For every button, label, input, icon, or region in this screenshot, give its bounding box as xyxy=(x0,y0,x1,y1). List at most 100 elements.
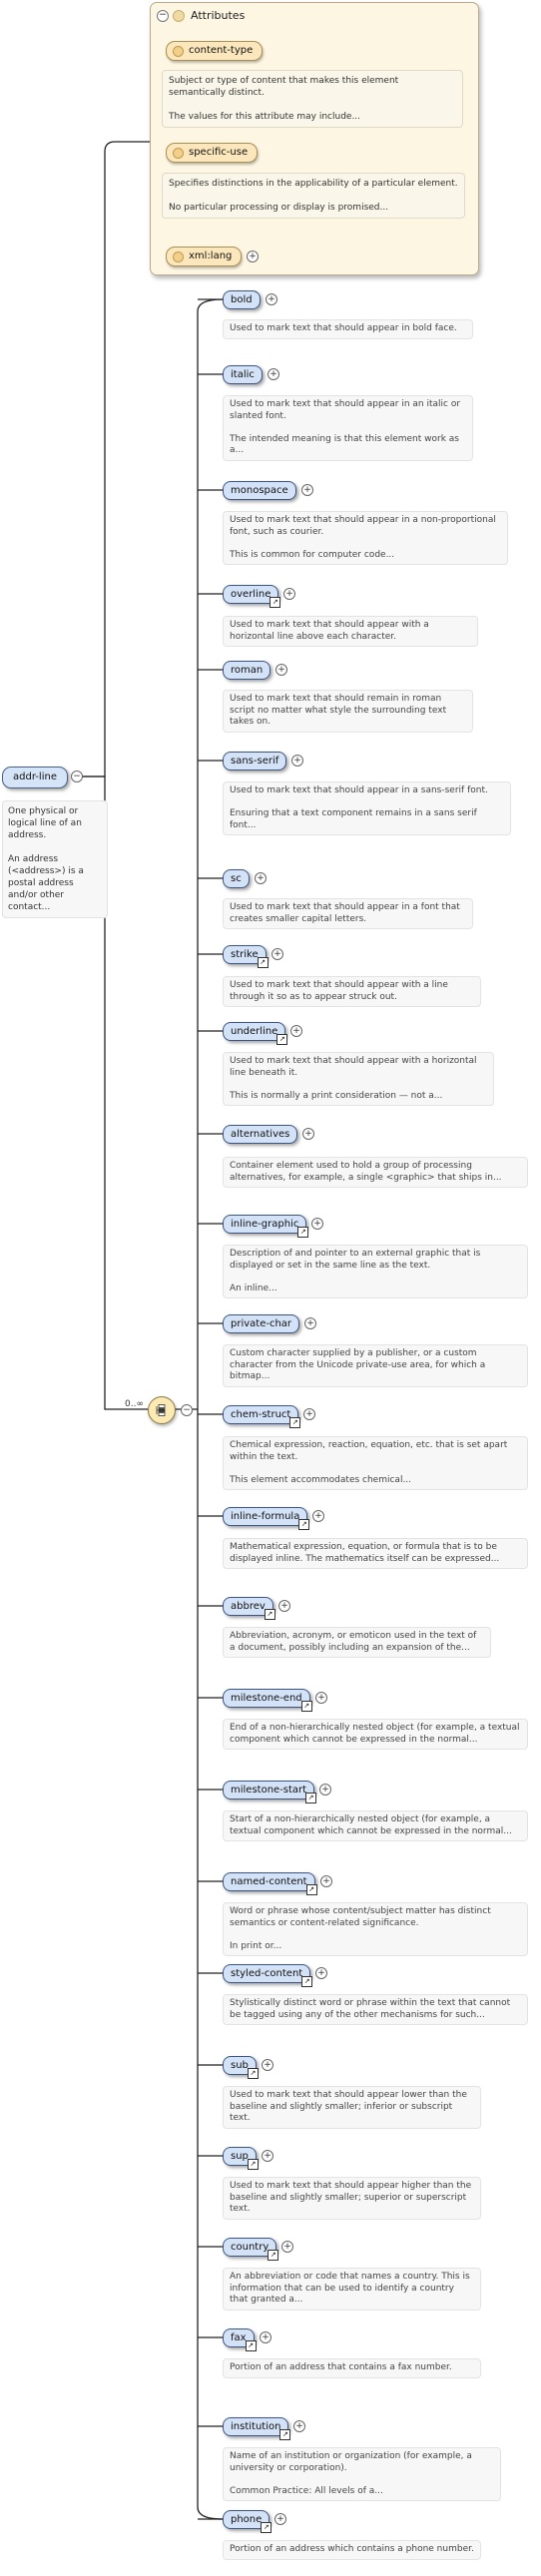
element-doc: Portion of an address which contains a p… xyxy=(223,2540,481,2560)
expand-icon[interactable]: + xyxy=(247,251,259,262)
element-doc: Description of and pointer to an externa… xyxy=(223,1245,528,1298)
collapse-choice-icon[interactable]: − xyxy=(181,1404,193,1416)
expand-alternatives-icon[interactable]: + xyxy=(302,1128,314,1140)
element-label: named-content xyxy=(231,1876,307,1887)
collapse-root-icon[interactable]: − xyxy=(71,771,83,782)
element-doc: Custom character supplied by a publisher… xyxy=(223,1344,528,1387)
reference-arrow-icon: ↗ xyxy=(298,1519,310,1530)
expand-bold-icon[interactable]: + xyxy=(266,293,277,305)
attribute-xml-lang[interactable]: xml:lang xyxy=(166,247,243,266)
expand-chem-struct-icon[interactable]: + xyxy=(303,1408,315,1420)
expand-inline-formula-icon[interactable]: + xyxy=(312,1510,324,1522)
element-doc: Stylistically distinct word or phrase wi… xyxy=(223,1994,528,2025)
element-sup[interactable]: sup↗ xyxy=(223,2147,259,2170)
element-milestone-start[interactable]: milestone-start↗ xyxy=(223,1781,317,1803)
attribute-label: content-type xyxy=(189,45,254,56)
element-abbrev[interactable]: abbrev↗ xyxy=(223,1597,275,1620)
element-doc: Used to mark text that should appear in … xyxy=(223,511,508,565)
expand-inline-graphic-icon[interactable]: + xyxy=(311,1218,323,1230)
expand-abbrev-icon[interactable]: + xyxy=(278,1600,290,1612)
expand-private-char-icon[interactable]: + xyxy=(304,1317,316,1329)
expand-monospace-icon[interactable]: + xyxy=(301,484,313,496)
expand-sc-icon[interactable]: + xyxy=(255,872,267,884)
reference-arrow-icon: ↗ xyxy=(279,2429,291,2440)
element-country[interactable]: country↗ xyxy=(223,2238,279,2261)
element-label: country xyxy=(231,2242,270,2253)
element-label: chem-struct xyxy=(231,1409,291,1420)
element-milestone-end[interactable]: milestone-end↗ xyxy=(223,1689,312,1712)
element-doc: Used to mark text that should appear in … xyxy=(223,319,473,339)
element-roman[interactable]: roman xyxy=(223,661,271,680)
element-styled-content[interactable]: styled-content↗ xyxy=(223,1964,313,1987)
element-doc: Mathematical expression, equation, or fo… xyxy=(223,1538,528,1569)
element-label: milestone-end xyxy=(231,1693,302,1704)
element-label: abbrev xyxy=(231,1601,266,1612)
attribute-doc: Specifies distinctions in the applicabil… xyxy=(162,173,465,219)
root-element-label: addr-line xyxy=(13,772,57,782)
expand-italic-icon[interactable]: + xyxy=(268,368,279,380)
element-sc[interactable]: sc xyxy=(223,869,250,888)
expand-fax-icon[interactable]: + xyxy=(260,2331,271,2343)
reference-arrow-icon: ↗ xyxy=(300,1701,312,1712)
element-strike[interactable]: strike↗ xyxy=(223,945,269,968)
element-inline-graphic[interactable]: inline-graphic↗ xyxy=(223,1215,309,1238)
element-institution[interactable]: institution↗ xyxy=(223,2417,291,2440)
root-element-doc: One physical or logical line of an addre… xyxy=(2,800,108,918)
element-doc: Used to mark text that should appear wit… xyxy=(223,616,478,647)
root-element-addr-line[interactable]: addr-line xyxy=(2,767,68,788)
element-named-content[interactable]: named-content↗ xyxy=(223,1872,317,1895)
attribute-icon xyxy=(173,252,184,262)
attribute-label: xml:lang xyxy=(189,251,233,261)
expand-milestone-start-icon[interactable]: + xyxy=(319,1784,331,1796)
element-underline[interactable]: underline↗ xyxy=(223,1022,288,1045)
element-doc: Used to mark text that should appear in … xyxy=(223,395,473,461)
element-chem-struct[interactable]: chem-struct↗ xyxy=(223,1405,301,1428)
element-italic[interactable]: italic xyxy=(223,365,263,384)
attribute-doc: Subject or type of content that makes th… xyxy=(162,70,463,128)
element-overline[interactable]: overline↗ xyxy=(223,585,281,608)
reference-arrow-icon: ↗ xyxy=(289,1417,301,1428)
element-bold[interactable]: bold xyxy=(223,290,261,309)
element-private-char[interactable]: private-char xyxy=(223,1314,300,1333)
element-label: overline xyxy=(231,589,271,600)
choice-compositor-icon[interactable] xyxy=(148,1396,176,1424)
expand-styled-content-icon[interactable]: + xyxy=(315,1967,327,1979)
reference-arrow-icon: ↗ xyxy=(305,1884,317,1895)
element-doc: Chemical expression, reaction, equation,… xyxy=(223,1436,528,1490)
element-label: sans-serif xyxy=(231,756,279,767)
expand-roman-icon[interactable]: + xyxy=(275,664,287,676)
element-doc: Abbreviation, acronym, or emoticon used … xyxy=(223,1627,491,1658)
expand-country-icon[interactable]: + xyxy=(281,2241,293,2253)
element-fax[interactable]: fax↗ xyxy=(223,2328,257,2351)
element-monospace[interactable]: monospace xyxy=(223,481,296,500)
collapse-icon[interactable]: − xyxy=(157,10,169,22)
element-label: sc xyxy=(231,873,242,884)
reference-arrow-icon: ↗ xyxy=(247,2068,259,2079)
element-doc: Start of a non-hierarchically nested obj… xyxy=(223,1810,528,1841)
expand-sans-serif-icon[interactable]: + xyxy=(291,755,303,767)
expand-named-content-icon[interactable]: + xyxy=(320,1875,332,1887)
element-doc: Used to mark text that should remain in … xyxy=(223,690,473,733)
reference-arrow-icon: ↗ xyxy=(297,1227,309,1238)
attribute-content-type[interactable]: content-type xyxy=(166,41,264,61)
element-phone[interactable]: phone↗ xyxy=(223,2510,272,2533)
attribute-specific-use[interactable]: specific-use xyxy=(166,143,259,163)
expand-strike-icon[interactable]: + xyxy=(271,948,283,960)
element-alternatives[interactable]: alternatives xyxy=(223,1125,298,1144)
element-sub[interactable]: sub↗ xyxy=(223,2056,259,2079)
expand-institution-icon[interactable]: + xyxy=(293,2420,305,2432)
element-label: monospace xyxy=(231,485,288,496)
element-label: bold xyxy=(231,294,253,305)
attributes-title: Attributes xyxy=(191,9,246,22)
element-label: fax xyxy=(231,2332,247,2343)
expand-sub-icon[interactable]: + xyxy=(262,2059,273,2071)
expand-underline-icon[interactable]: + xyxy=(290,1025,302,1037)
expand-milestone-end-icon[interactable]: + xyxy=(315,1692,327,1704)
expand-phone-icon[interactable]: + xyxy=(274,2513,286,2525)
expand-sup-icon[interactable]: + xyxy=(262,2150,273,2162)
element-inline-formula[interactable]: inline-formula↗ xyxy=(223,1507,310,1530)
attribute-label: specific-use xyxy=(189,147,249,158)
element-doc: Name of an institution or organization (… xyxy=(223,2447,501,2501)
element-sans-serif[interactable]: sans-serif xyxy=(223,752,287,771)
expand-overline-icon[interactable]: + xyxy=(283,588,295,600)
